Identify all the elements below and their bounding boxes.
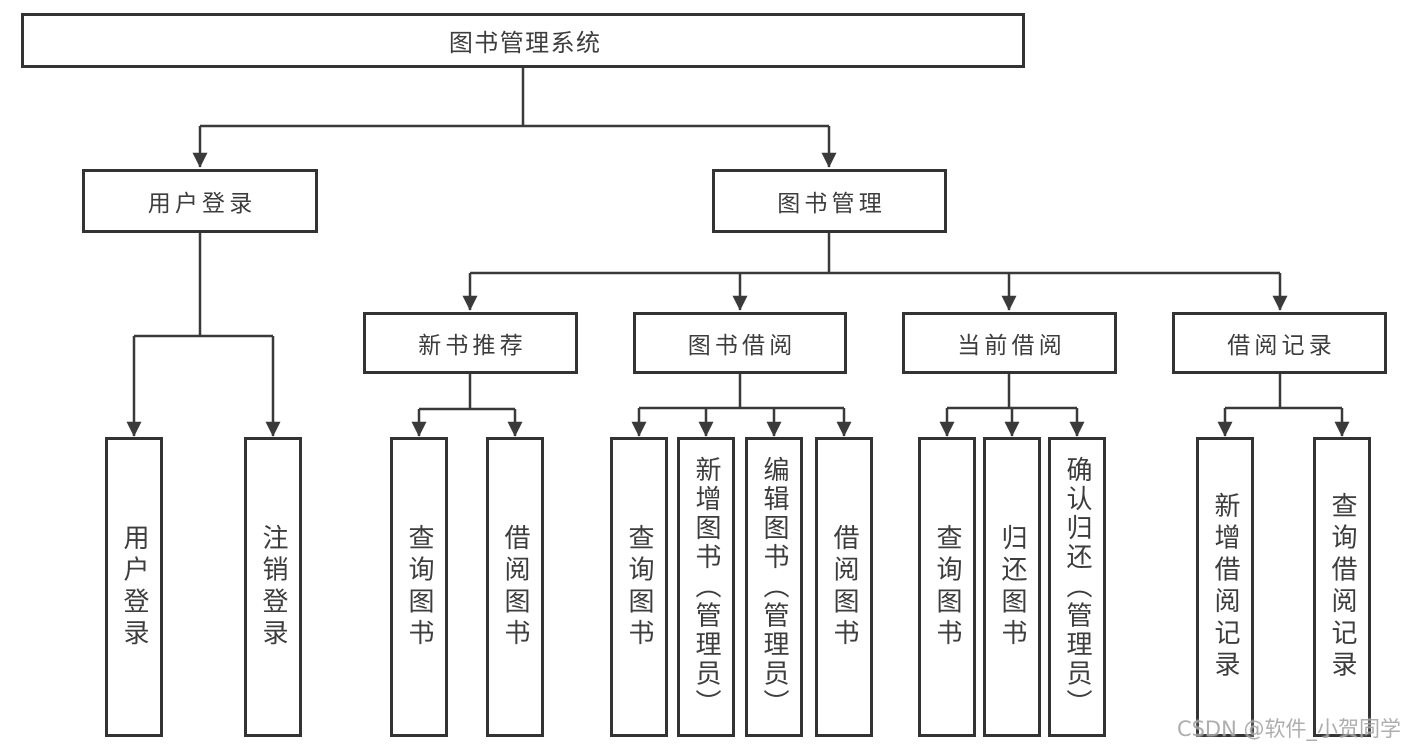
node-root-label: 图书管理系统 — [448, 29, 602, 57]
leaf-user-login: 用户登录 — [105, 437, 163, 737]
leaf-confirm-return-admin-label: 确认归还（管理员） — [1062, 455, 1092, 719]
leaf-query-books-current-label: 查询图书 — [932, 523, 962, 651]
node-current-borrow-label: 当前借阅 — [957, 333, 1066, 359]
leaf-edit-book-admin: 编辑图书（管理员） — [745, 437, 803, 737]
node-root: 图书管理系统 — [21, 13, 1025, 68]
leaf-query-books-borrow: 查询图书 — [610, 437, 668, 737]
node-borrow-records: 借阅记录 — [1172, 312, 1387, 374]
leaf-confirm-return-admin: 确认归还（管理员） — [1048, 437, 1106, 737]
leaf-borrow-books-label: 借阅图书 — [829, 523, 859, 651]
leaf-borrow-books-recommend-label: 借阅图书 — [500, 523, 530, 651]
connector-root-to-level2 — [192, 68, 837, 168]
leaf-query-books-current: 查询图书 — [918, 437, 976, 737]
connector-user-login-children — [126, 233, 281, 437]
leaf-add-borrow-record-label: 新增借阅记录 — [1210, 491, 1240, 683]
node-user-login: 用户登录 — [82, 169, 318, 233]
leaf-return-books: 归还图书 — [983, 437, 1041, 737]
leaf-add-book-admin: 新增图书（管理员） — [677, 437, 735, 737]
leaf-add-borrow-record: 新增借阅记录 — [1196, 437, 1254, 737]
node-borrow-records-label: 借阅记录 — [1227, 333, 1336, 359]
connector-records-children — [1217, 374, 1350, 437]
leaf-query-books-borrow-label: 查询图书 — [624, 523, 654, 651]
node-book-borrow: 图书借阅 — [633, 312, 847, 374]
leaf-edit-book-admin-label: 编辑图书（管理员） — [759, 455, 789, 719]
connector-current-borrow-children — [939, 374, 1085, 437]
leaf-logout: 注销登录 — [244, 437, 302, 737]
node-book-borrow-label: 图书借阅 — [687, 333, 797, 359]
connector-new-book-children — [411, 374, 523, 437]
leaf-borrow-books-recommend: 借阅图书 — [486, 437, 544, 737]
connector-book-borrow-children — [631, 374, 852, 437]
node-book-management: 图书管理 — [712, 169, 947, 233]
leaf-query-borrow-record: 查询借阅记录 — [1313, 437, 1371, 737]
node-book-management-label: 图书管理 — [777, 191, 886, 217]
leaf-return-books-label: 归还图书 — [997, 523, 1027, 651]
leaf-logout-label: 注销登录 — [258, 523, 288, 651]
connector-book-mgmt-children — [462, 233, 1288, 311]
leaf-borrow-books: 借阅图书 — [815, 437, 873, 737]
leaf-query-books-recommend: 查询图书 — [390, 437, 448, 737]
node-new-book-recommend: 新书推荐 — [363, 312, 578, 374]
csdn-watermark: CSDN @软件_小贺同学 — [1176, 717, 1401, 741]
leaf-query-borrow-record-label: 查询借阅记录 — [1327, 491, 1357, 683]
node-current-borrow: 当前借阅 — [902, 312, 1117, 374]
leaf-add-book-admin-label: 新增图书（管理员） — [691, 455, 721, 719]
node-new-book-recommend-label: 新书推荐 — [418, 333, 527, 359]
leaf-user-login-label: 用户登录 — [119, 523, 149, 651]
node-user-login-label: 用户登录 — [147, 191, 257, 217]
leaf-query-books-recommend-label: 查询图书 — [404, 523, 434, 651]
